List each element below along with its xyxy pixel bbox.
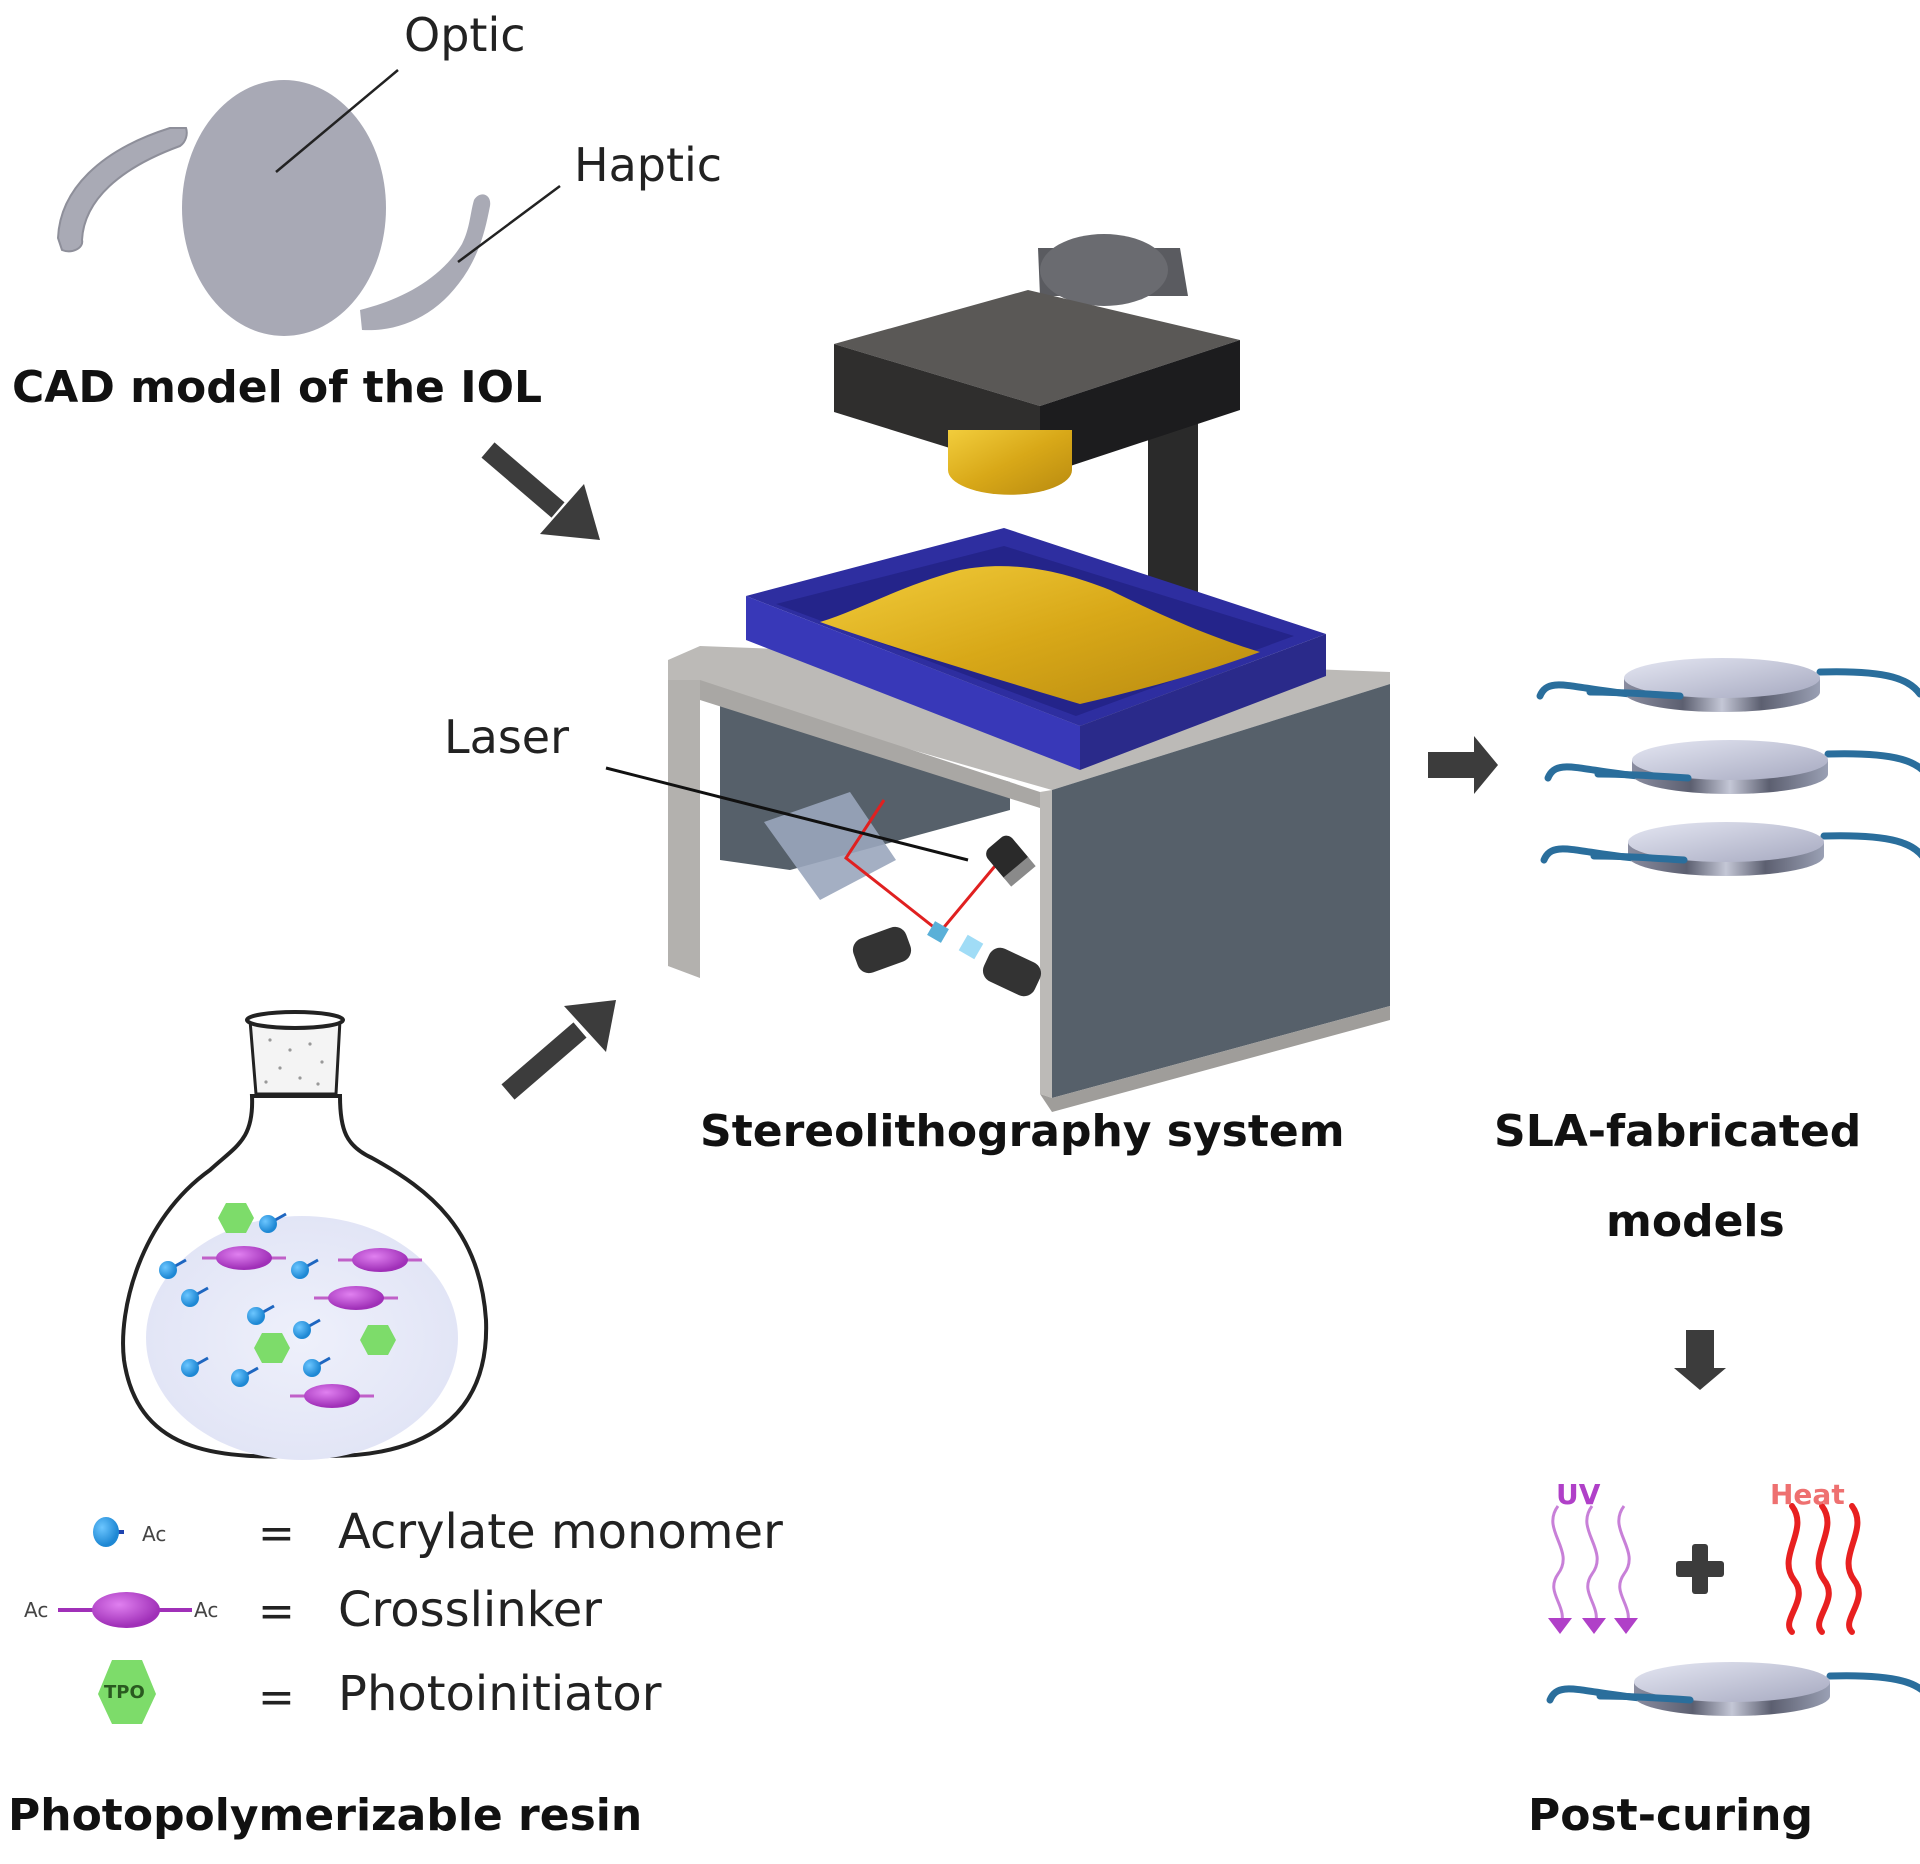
haptic-right bbox=[360, 194, 491, 331]
legend-crosslinker-equals: = bbox=[258, 1586, 295, 1637]
fabricated-lens-1 bbox=[1540, 658, 1920, 712]
plus-icon bbox=[1676, 1544, 1724, 1594]
heat-waves-icon bbox=[1785, 1503, 1862, 1635]
laser-source bbox=[986, 835, 1036, 887]
arrow-models-to-postcuring bbox=[1674, 1330, 1726, 1390]
legend-crosslinker-ac-left: Ac bbox=[24, 1598, 49, 1622]
front-panel bbox=[1052, 684, 1390, 1098]
legend-crosslinker-ac-right: Ac bbox=[194, 1598, 219, 1622]
legend-tpo-text: TPO bbox=[104, 1682, 145, 1703]
cad-model-title: CAD model of the IOL bbox=[12, 362, 543, 413]
laser-leader-line bbox=[605, 766, 969, 862]
haptic-left bbox=[56, 127, 188, 253]
post-curing-title: Post-curing bbox=[1528, 1790, 1813, 1841]
uv-label: UV bbox=[1556, 1478, 1601, 1511]
fabricated-lens-2 bbox=[1548, 740, 1920, 794]
stereolithography-machine bbox=[605, 234, 1390, 1112]
laser-beam bbox=[843, 799, 1002, 935]
resin-surface bbox=[820, 566, 1260, 704]
laser-optics bbox=[764, 792, 1042, 997]
frame bbox=[668, 646, 1390, 1112]
legend-photoinitiator-equals: = bbox=[258, 1672, 295, 1723]
legend-monomer-equals: = bbox=[258, 1508, 295, 1559]
arrow-sla-to-models bbox=[1428, 736, 1498, 794]
sla-system-title: Stereolithography system bbox=[700, 1106, 1345, 1157]
optic-label: Optic bbox=[404, 8, 526, 62]
legend-monomer-label: Acrylate monomer bbox=[338, 1504, 783, 1560]
legend-photoinitiator-icon bbox=[98, 1660, 156, 1724]
fabricated-title-line2: models bbox=[1606, 1196, 1785, 1247]
uv-waves-icon bbox=[1551, 1505, 1631, 1629]
projector-head bbox=[834, 234, 1240, 605]
legend-photoinitiator-label: Photoinitiator bbox=[338, 1666, 662, 1722]
optic-disc bbox=[182, 80, 386, 336]
post-cured-lens bbox=[1550, 1662, 1920, 1716]
resin-flask bbox=[121, 1010, 489, 1460]
optic-leader-line bbox=[275, 69, 399, 173]
legend-crosslinker-label: Crosslinker bbox=[338, 1582, 603, 1638]
laser-label: Laser bbox=[444, 710, 569, 764]
fabricated-title-line1: SLA-fabricated bbox=[1494, 1106, 1862, 1157]
resin-vat bbox=[746, 528, 1326, 770]
arrow-cad-to-sla bbox=[481, 442, 600, 540]
legend-crosslinker-icon bbox=[58, 1592, 192, 1628]
resin-title: Photopolymerizable resin bbox=[8, 1790, 643, 1841]
heat-label: Heat bbox=[1770, 1478, 1845, 1511]
iol-cad-model bbox=[56, 69, 561, 336]
uv-arrowheads bbox=[1548, 1618, 1638, 1634]
legend-monomer-icon bbox=[93, 1517, 124, 1547]
haptic-label: Haptic bbox=[574, 138, 723, 192]
fabricated-lens-3 bbox=[1544, 822, 1920, 876]
haptic-leader-line bbox=[457, 184, 561, 264]
legend-monomer-ac: Ac bbox=[142, 1522, 167, 1546]
arrow-resin-to-sla bbox=[501, 1000, 616, 1100]
